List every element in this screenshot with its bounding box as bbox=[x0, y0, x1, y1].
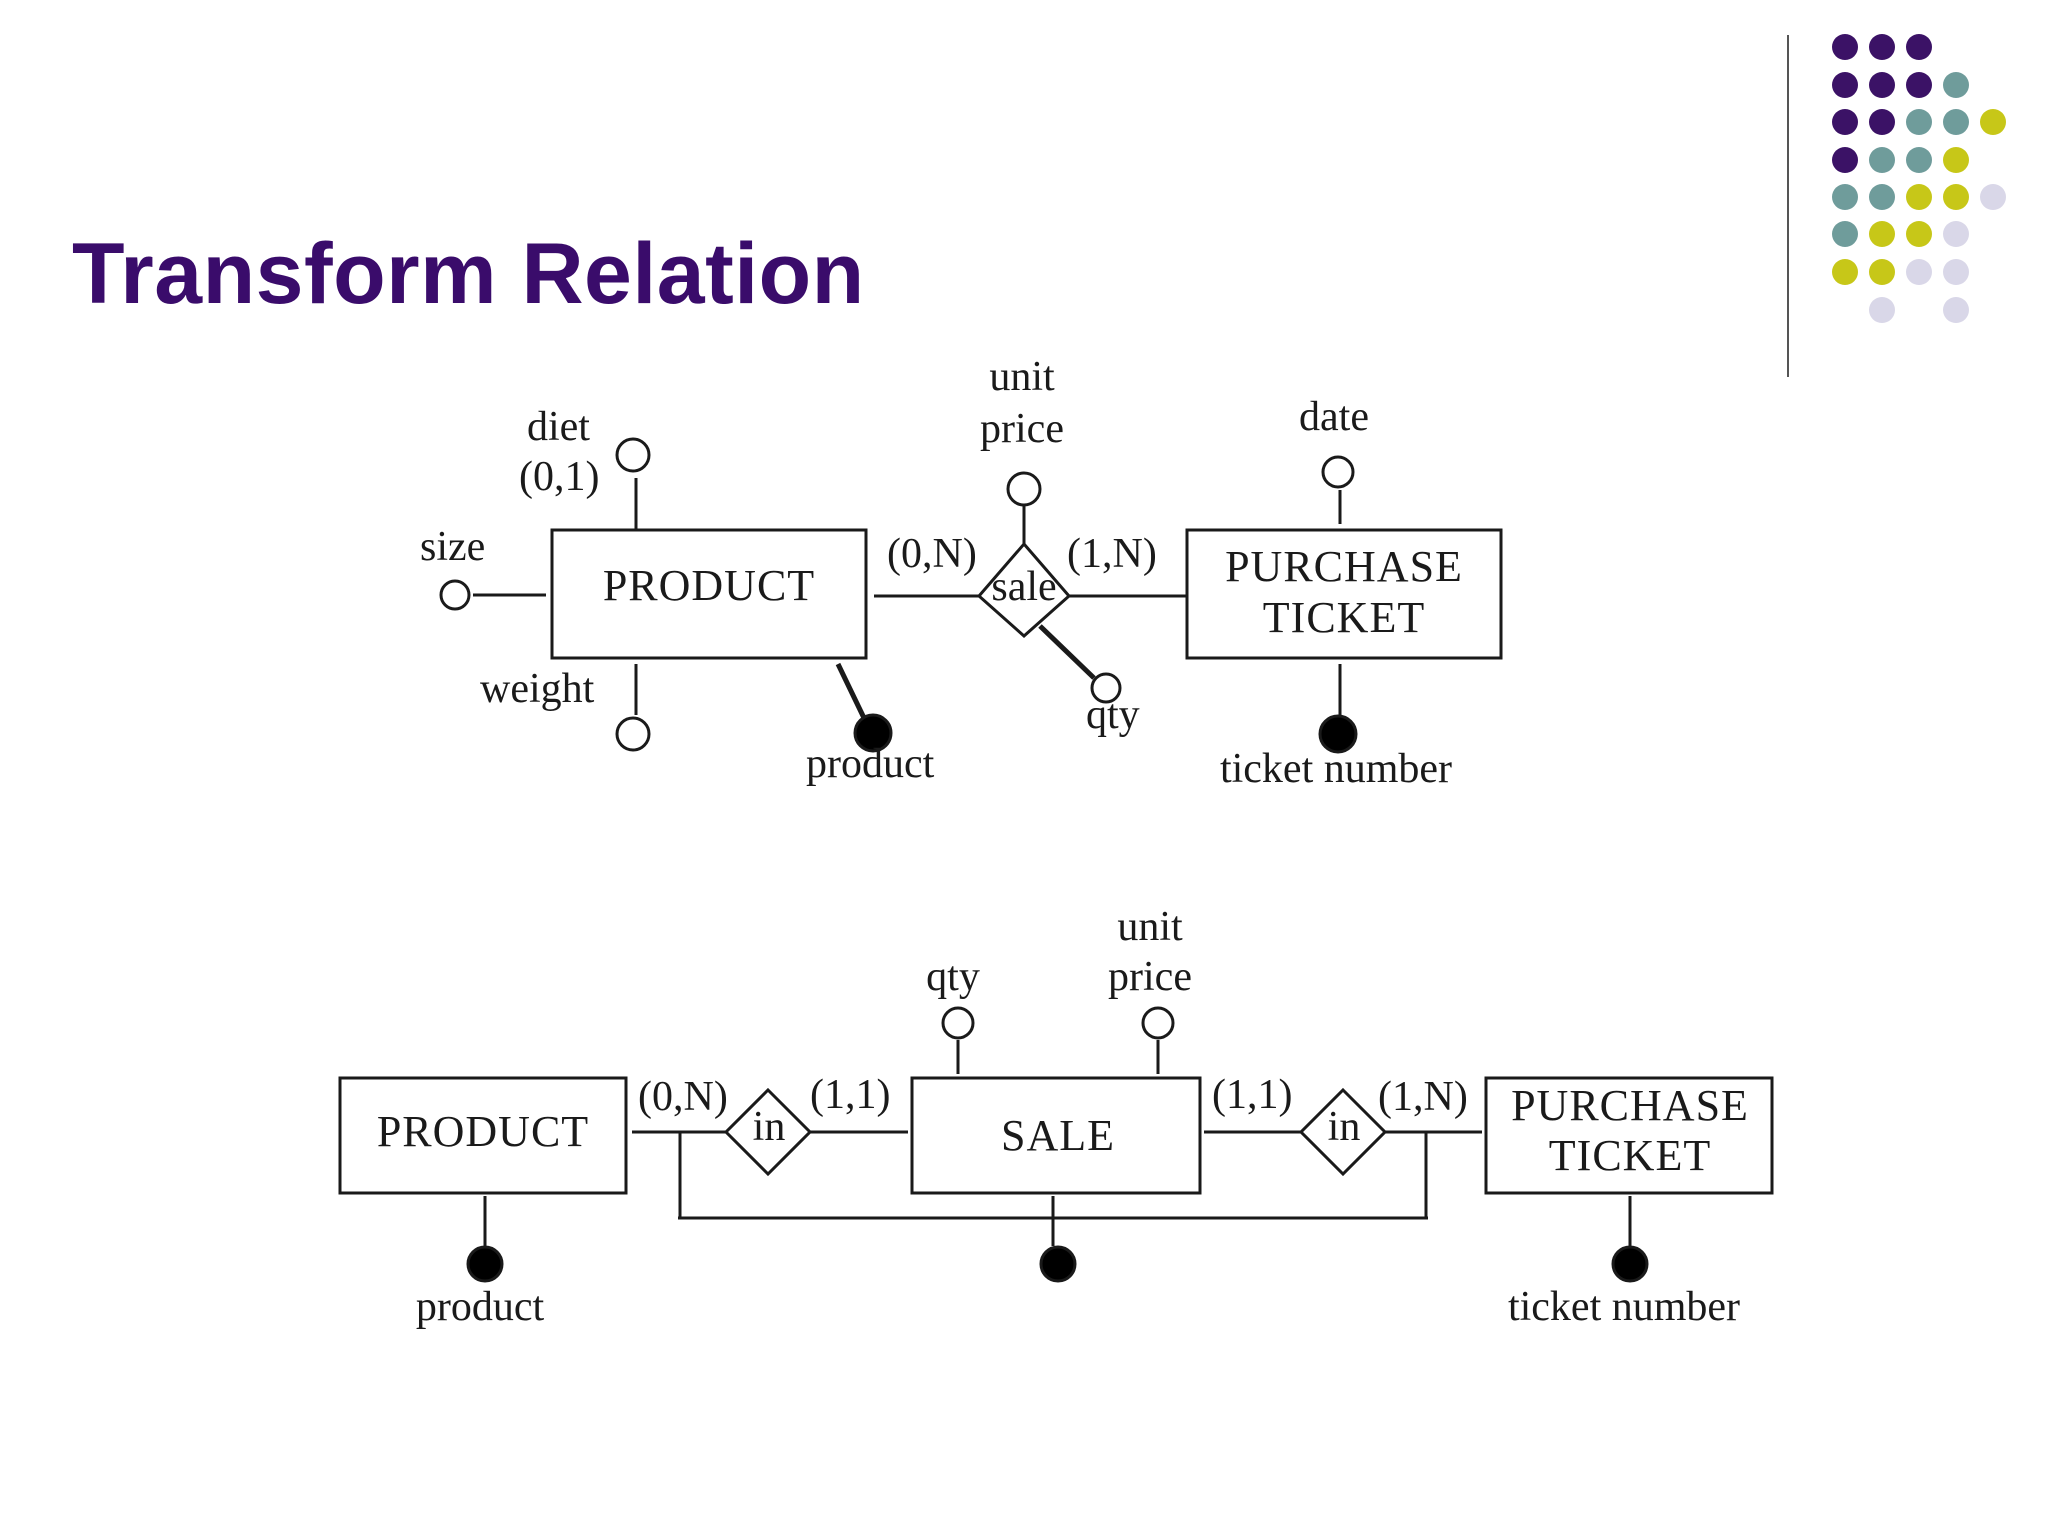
bottom-sale-composite-identifier-dot bbox=[1039, 1245, 1077, 1283]
top-size-label: size bbox=[420, 524, 485, 570]
bottom-sale-entity-label: SALE bbox=[1001, 1111, 1115, 1160]
top-card-right: (1,N) bbox=[1067, 531, 1157, 577]
bottom-qty-attribute-circle bbox=[941, 1006, 975, 1040]
top-date-label: date bbox=[1299, 394, 1369, 440]
dot-grid bbox=[1832, 34, 2006, 323]
top-product-entity-box bbox=[550, 528, 868, 660]
top-weight-attribute-circle bbox=[615, 716, 651, 752]
top-sale-relationship-label: sale bbox=[991, 564, 1056, 610]
top-qty-attribute-circle bbox=[1090, 672, 1122, 704]
top-card-left: (0,N) bbox=[887, 531, 977, 577]
bottom-sale-entity-box bbox=[910, 1076, 1202, 1195]
bottom-product-entity-label: PRODUCT bbox=[377, 1107, 589, 1156]
bottom-card-sale-in-right: (1,1) bbox=[1212, 1072, 1292, 1118]
bottom-right-in-label: in bbox=[1328, 1104, 1361, 1150]
bottom-card-in-sale-left: (1,1) bbox=[810, 1072, 890, 1118]
top-product-attr-label: product bbox=[806, 741, 935, 787]
top-unit-price-attribute-circle bbox=[1006, 471, 1042, 507]
bottom-card-product-in: (0,N) bbox=[638, 1074, 728, 1120]
bottom-purchase-ticket-label-line1: PURCHASE bbox=[1511, 1081, 1749, 1130]
bottom-left-in-relationship-diamond bbox=[723, 1087, 813, 1177]
top-purchase-ticket-label-line1: PURCHASE bbox=[1225, 542, 1463, 591]
top-diet-label: diet bbox=[527, 404, 590, 450]
bottom-ticket-number-label: ticket number bbox=[1508, 1284, 1740, 1330]
bottom-left-in-label: in bbox=[753, 1104, 786, 1150]
bottom-product-identifier-dot bbox=[466, 1245, 504, 1283]
bottom-price-label: price bbox=[1108, 954, 1192, 1000]
bottom-purchase-ticket-entity-box bbox=[1484, 1076, 1774, 1195]
bottom-ticket-number-identifier-dot bbox=[1611, 1245, 1649, 1283]
top-sale-relationship-diamond bbox=[976, 541, 1072, 639]
top-purchase-ticket-entity-box bbox=[1185, 528, 1503, 660]
top-ticket-number-identifier-dot bbox=[1318, 714, 1358, 754]
top-size-attribute-circle bbox=[439, 579, 471, 611]
top-product-identifier-dot bbox=[853, 713, 893, 753]
top-weight-label: weight bbox=[480, 666, 595, 712]
bottom-product-attr-label: product bbox=[416, 1284, 545, 1330]
top-diet-cardinality: (0,1) bbox=[519, 454, 599, 500]
bottom-product-entity-box bbox=[338, 1076, 628, 1195]
bottom-purchase-ticket-label-line2: TICKET bbox=[1549, 1131, 1711, 1180]
slide-title: Transform Relation bbox=[72, 226, 865, 322]
decorative-dot-grid bbox=[1832, 34, 2006, 323]
bottom-right-in-relationship-diamond bbox=[1298, 1087, 1388, 1177]
bottom-unit-price-attribute-circle bbox=[1141, 1006, 1175, 1040]
bottom-card-in-ticket: (1,N) bbox=[1378, 1074, 1468, 1120]
top-ticket-number-label: ticket number bbox=[1220, 746, 1452, 792]
bottom-qty-label: qty bbox=[926, 954, 980, 1000]
top-purchase-ticket-label-line2: TICKET bbox=[1263, 593, 1425, 642]
bottom-unit-label: unit bbox=[1117, 904, 1183, 950]
top-product-entity-label: PRODUCT bbox=[603, 561, 815, 610]
decorative-divider bbox=[1787, 35, 1789, 377]
top-unit-label: unit bbox=[989, 354, 1055, 400]
top-diet-attribute-circle bbox=[615, 437, 651, 473]
top-qty-label: qty bbox=[1086, 692, 1140, 738]
top-date-attribute-circle bbox=[1321, 455, 1355, 489]
top-price-label: price bbox=[980, 406, 1064, 452]
